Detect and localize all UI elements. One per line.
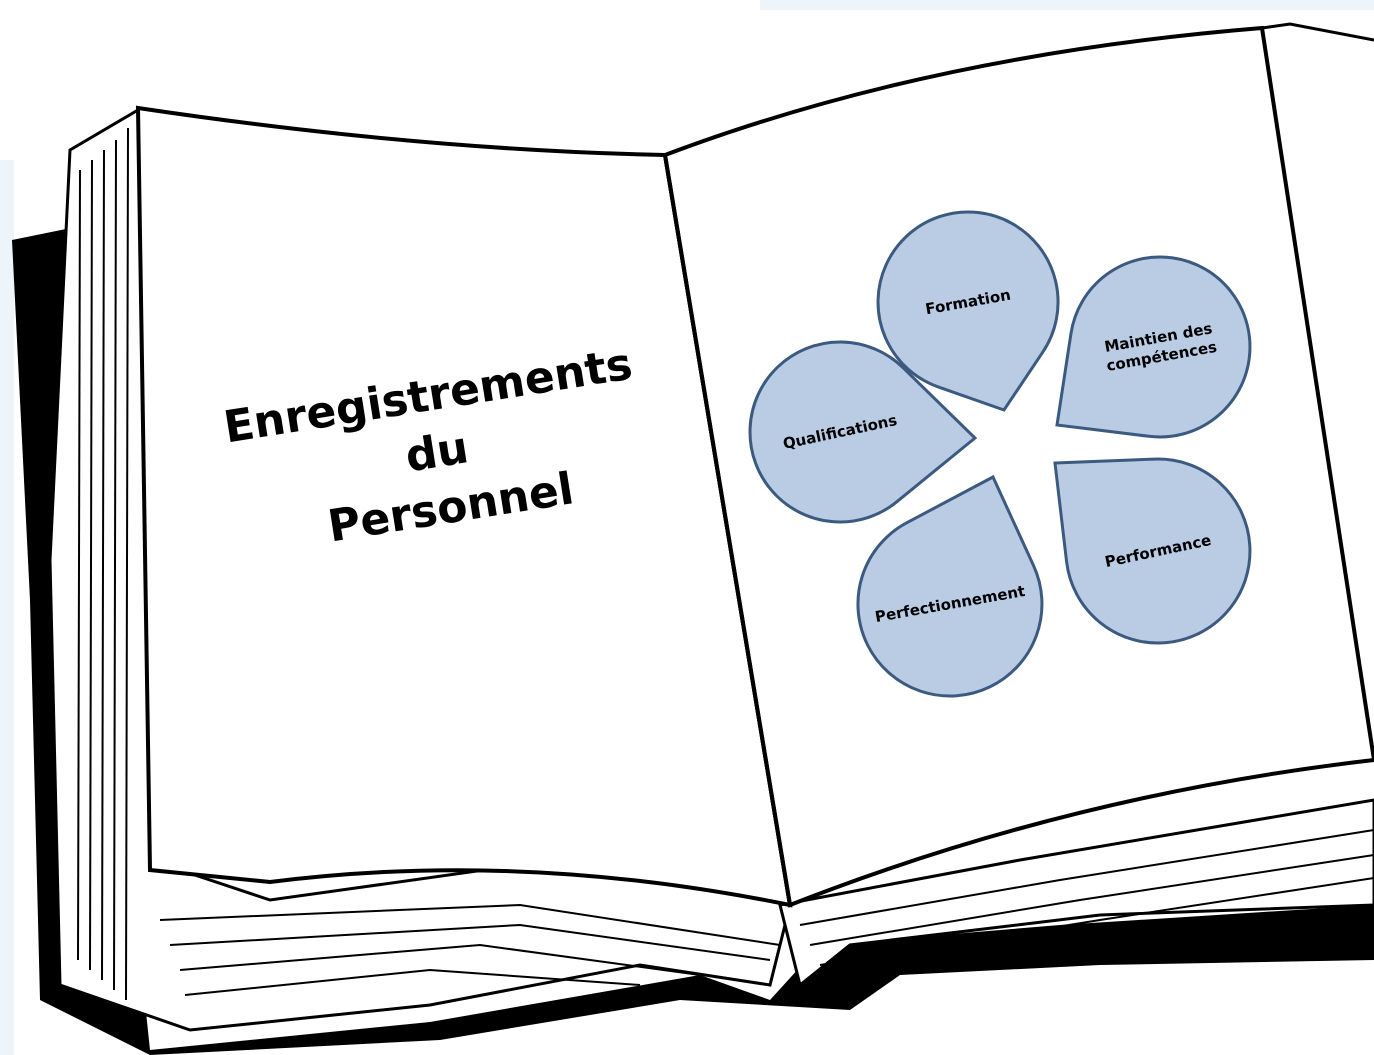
petal-shape-formation (876, 210, 1060, 412)
petal-shape-performance (1053, 457, 1252, 645)
book-spine (663, 154, 792, 906)
petal-formation: Formation (876, 210, 1060, 412)
petal-perfectionnement: Perfectionnement (856, 474, 1044, 698)
petal-performance: Performance (1053, 457, 1252, 645)
title-line-2: du (402, 422, 472, 482)
left-page-edge-lines (77, 127, 781, 1001)
petal-shape-perfectionnement (856, 474, 1044, 698)
petal-qualifications: Qualifications (748, 340, 978, 524)
petal-shape-maintien (1055, 255, 1252, 439)
right-page-stack (778, 798, 1374, 988)
right-page-edge-lines (799, 829, 1374, 966)
right-page (662, 25, 1374, 908)
petal-shape-qualifications (748, 340, 978, 524)
